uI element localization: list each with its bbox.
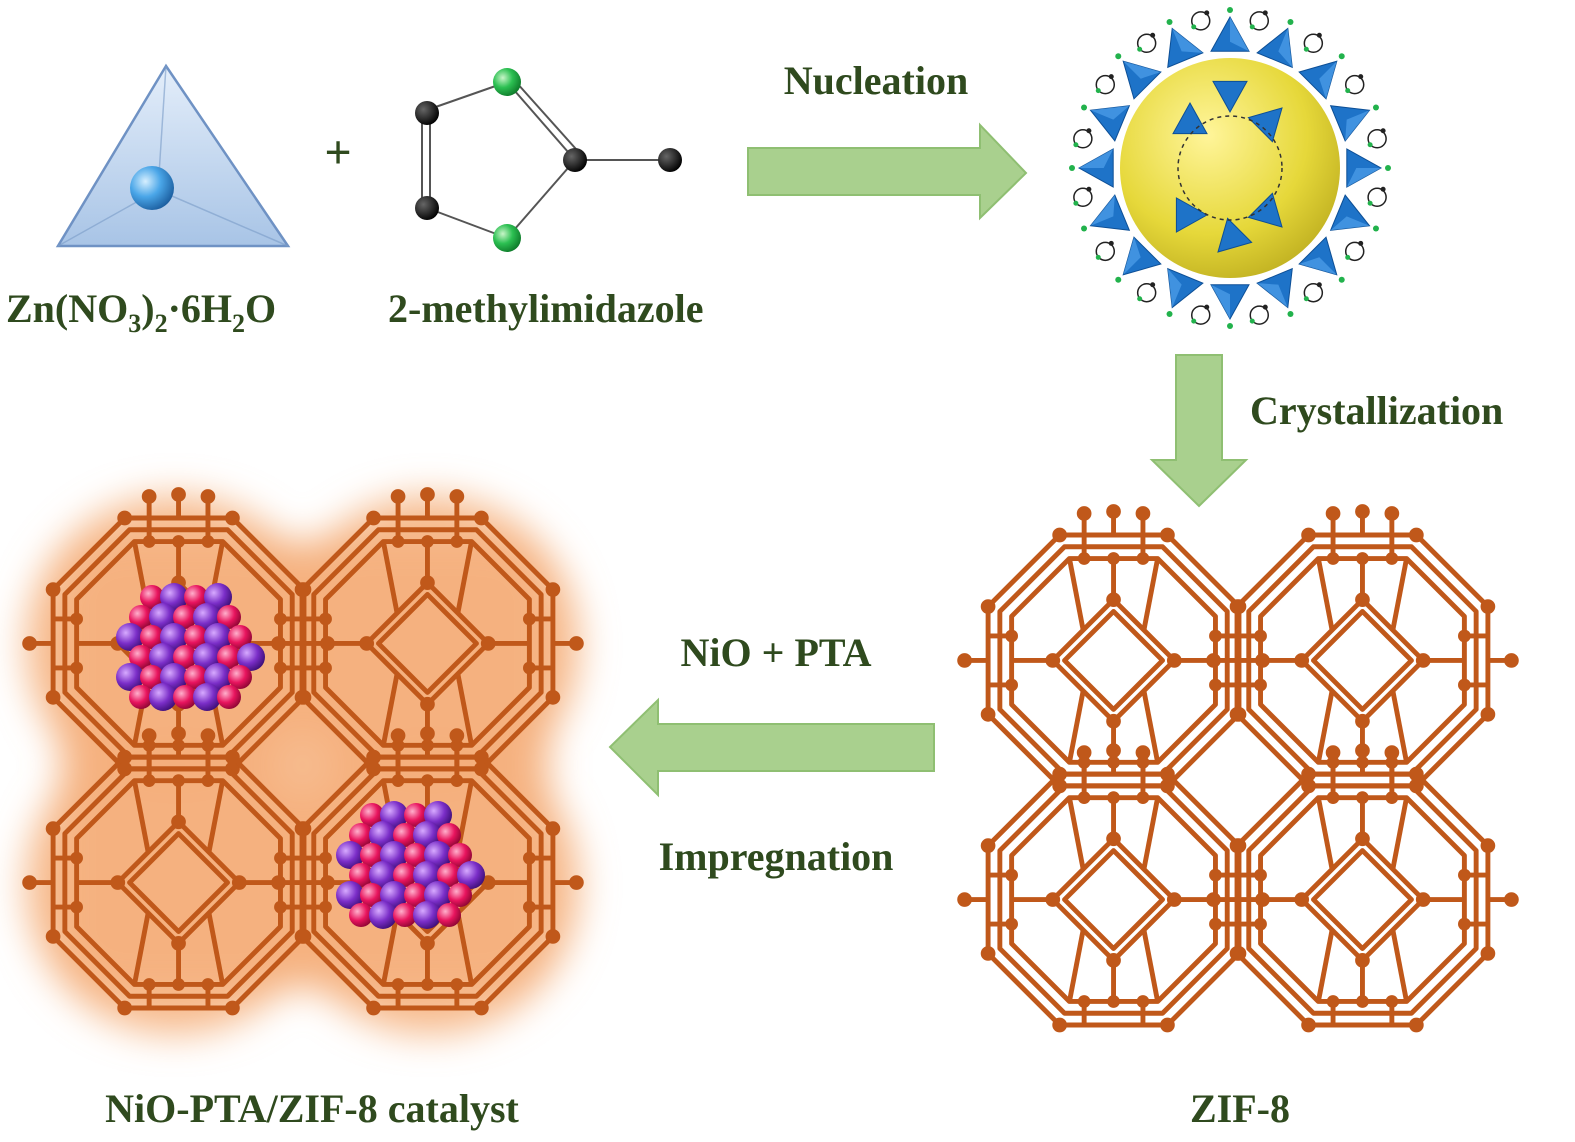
nanoparticle-cluster-icon — [336, 801, 485, 929]
nucleation-label: Nucleation — [784, 58, 968, 103]
impregnation-arrow — [608, 697, 935, 798]
impregnation-label: Impregnation — [659, 834, 894, 879]
zn-tetrahedron-icon — [55, 63, 291, 248]
zif8-cage-icon — [1069, 7, 1391, 329]
crystallization-label: Crystallization — [1250, 388, 1503, 433]
methylimidazole-label: 2-methylimidazole — [388, 286, 704, 331]
catalyst-label: NiO-PTA/ZIF-8 catalyst — [105, 1086, 519, 1131]
nanoparticle-cluster-icon — [116, 583, 265, 711]
zif8-label: ZIF-8 — [1190, 1086, 1290, 1131]
plus-sign: + — [324, 126, 351, 179]
zif8-framework-icon — [958, 505, 1519, 1032]
crystallization-arrow — [1149, 354, 1249, 508]
zn-nitrate-label: Zn(NO3)2·6H2O — [6, 286, 276, 338]
nio-pta-label: NiO + PTA — [681, 630, 872, 675]
catalyst-framework-icon — [23, 488, 584, 1035]
methylimidazole-molecule-icon — [415, 68, 682, 252]
nucleation-arrow — [747, 122, 1028, 221]
